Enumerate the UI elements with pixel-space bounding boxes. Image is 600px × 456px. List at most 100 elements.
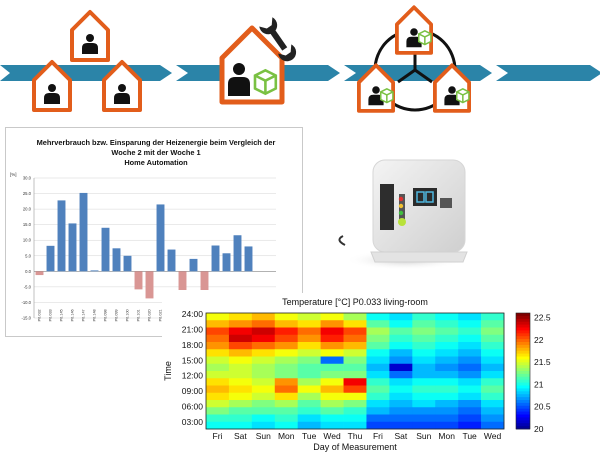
heatmap-cell — [481, 400, 505, 408]
heatmap-cell — [458, 342, 482, 350]
bar-y-tick-label: -5.0 — [24, 284, 32, 289]
heatmap-cell — [206, 320, 230, 328]
heatmap-cell — [412, 320, 436, 328]
heatmap-x-tick-label: Fri — [213, 431, 223, 441]
colorbar-segment — [516, 318, 530, 323]
colorbar-segment — [516, 391, 530, 395]
colorbar-segment — [516, 327, 530, 331]
colorbar-segment — [516, 408, 530, 412]
heatmap-cell — [458, 349, 482, 357]
heatmap-cell — [435, 407, 459, 415]
heatmap-cell — [435, 392, 459, 401]
bar-y-tick-label: 10.0 — [23, 238, 32, 243]
bar — [35, 271, 44, 276]
bar-category-label: P0.145 — [60, 309, 64, 321]
heatmap-cell — [320, 400, 344, 408]
heatmap-cell — [366, 392, 390, 401]
heatmap-cell — [458, 407, 482, 415]
heatmap-cell — [320, 407, 344, 415]
heatmap-y-tick-label: 06:00 — [182, 402, 204, 412]
bar-category-label: P0.033 — [49, 309, 53, 321]
heatmap-x-tick-label: Tue — [462, 431, 477, 441]
heatmap-cell — [435, 363, 459, 372]
colorbar-segment — [516, 382, 530, 386]
heatmap-frame — [205, 312, 505, 430]
bar-category-label: P0.147 — [82, 309, 86, 321]
heatmap-cell — [435, 385, 459, 394]
heatmap-cell — [435, 342, 459, 350]
heatmap-cell — [458, 385, 482, 394]
heatmap-cell — [297, 407, 321, 415]
heatmap-cell — [435, 378, 459, 386]
heatmap-cell — [389, 371, 413, 379]
heatmap-cell — [228, 327, 253, 336]
heatmap-cell — [297, 327, 321, 336]
heatmap-cell — [458, 414, 482, 423]
heatmap-cell — [228, 356, 253, 365]
heatmap-cell — [320, 313, 344, 321]
heatmap-cell — [458, 392, 482, 401]
heatmap-cell — [458, 371, 482, 379]
heatmap-cell — [228, 385, 253, 394]
colorbar-segment — [516, 373, 530, 378]
heatmap-cell — [366, 313, 390, 321]
heatmap-x-tick-label: Sun — [256, 431, 271, 441]
bar-y-tick-label: 25.0 — [23, 191, 32, 196]
colorbar-segment — [516, 336, 530, 340]
heatmap-cell — [481, 342, 505, 350]
heatmap-cell — [251, 334, 276, 343]
colorbar-segment — [516, 359, 530, 363]
wrench-icon — [259, 17, 297, 62]
colorbar-segment — [516, 330, 530, 334]
heatmap-cell — [412, 327, 436, 336]
bar — [123, 255, 132, 272]
heatmap-cell — [412, 313, 436, 321]
heatmap-cell — [366, 378, 390, 386]
heatmap-cell — [366, 407, 390, 415]
heatmap-cell — [274, 320, 298, 328]
heatmap-y-tick-label: 21:00 — [182, 324, 204, 334]
heatmap-cell — [435, 371, 459, 379]
heatmap-cell — [389, 407, 413, 415]
heatmap-cell — [389, 414, 413, 423]
heatmap-cell — [297, 414, 321, 423]
heatmap-cell — [320, 421, 344, 430]
heatmap-cell — [458, 421, 482, 430]
heatmap-cell — [228, 334, 253, 343]
heatmap-cell — [297, 385, 321, 394]
heatmap-cell — [412, 363, 436, 372]
heatmap-cell — [412, 349, 436, 357]
heatmap-x-tick-label: Mon — [438, 431, 455, 441]
heatmap-x-tick-label: Sun — [416, 431, 431, 441]
heatmap-cell — [320, 378, 344, 386]
heatmap-cell — [481, 327, 505, 336]
heatmap-cell — [320, 342, 344, 350]
heatmap-cell — [297, 392, 321, 401]
heatmap-cell — [343, 414, 367, 423]
bar — [222, 253, 231, 272]
heatmap-cell — [412, 407, 436, 415]
heatmap-cell — [412, 334, 436, 343]
bar — [211, 245, 220, 272]
heatmap-x-tick-label: Fri — [373, 431, 383, 441]
colorbar-segment — [516, 315, 530, 320]
bar — [68, 223, 77, 272]
heatmap-cell — [206, 313, 230, 321]
heatmap-x-tick-label: Sat — [234, 431, 247, 441]
bar-category-label: P0.100 — [126, 309, 130, 321]
colorbar-tick-label: 22 — [534, 335, 544, 345]
heatmap-cell — [481, 334, 505, 343]
heatmap-cell — [206, 385, 230, 394]
heatmap-cell — [206, 414, 230, 423]
temperature-heatmap: Temperature [°C] P0.033 living-room24:00… — [163, 297, 551, 452]
heatmap-cell — [481, 320, 505, 328]
bar — [200, 271, 209, 290]
bar-y-tick-label: 30.0 — [23, 176, 32, 181]
bar-y-tick-label: 20.0 — [23, 207, 32, 212]
heatmap-cell — [228, 378, 253, 386]
heatmap-cell — [320, 371, 344, 379]
heatmap-cell — [343, 313, 367, 321]
bar-chart-subtitle: Home Automation — [124, 158, 188, 167]
colorbar-segment — [516, 400, 530, 404]
